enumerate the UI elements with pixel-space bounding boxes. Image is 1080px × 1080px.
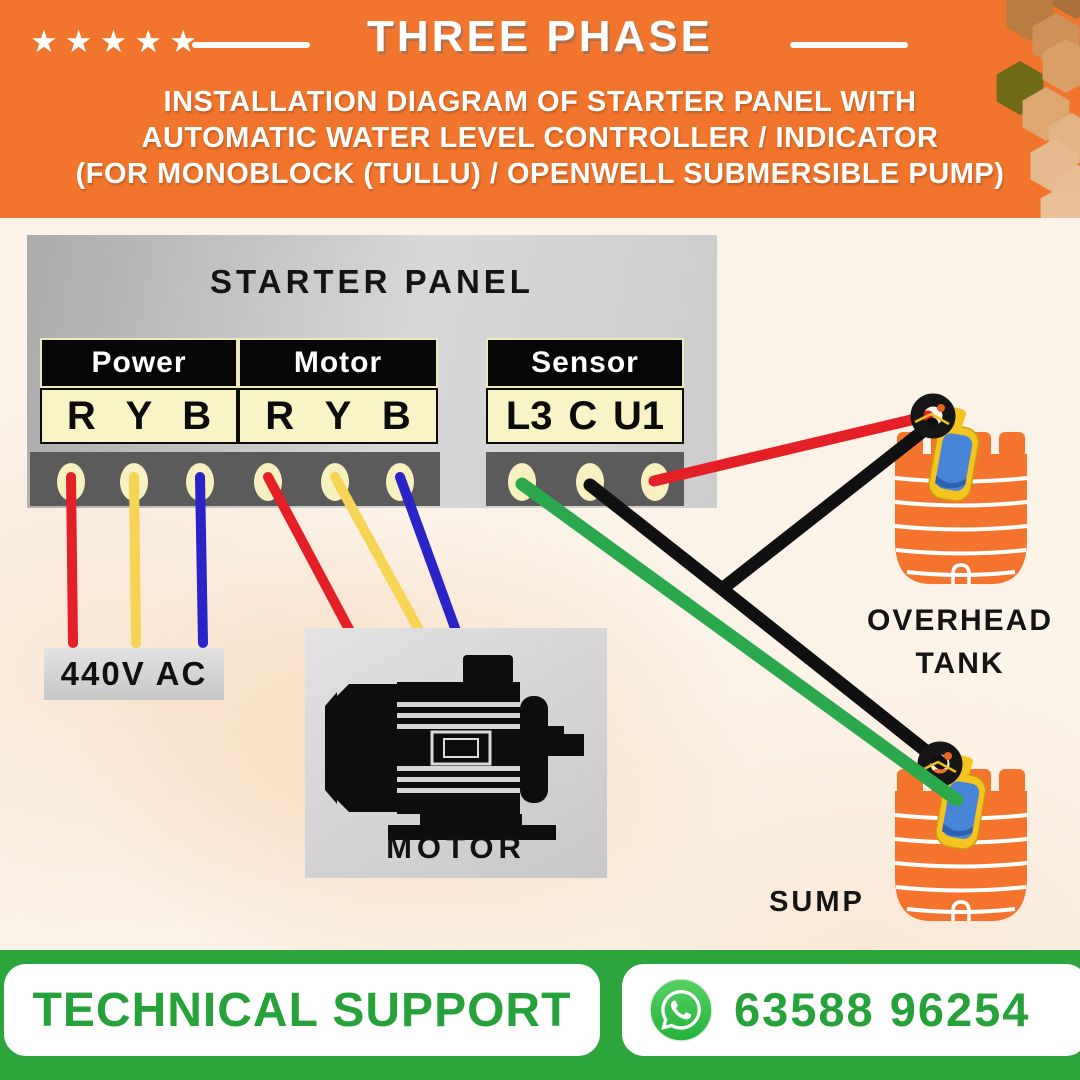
sump-float-switch-icon xyxy=(917,741,987,850)
phone-badge: 63588 96254 xyxy=(622,964,1080,1056)
subtitle-line-3: (FOR MONOBLOCK (TULLU) / OPENWELL SUBMER… xyxy=(75,158,1005,190)
terminal-label-u1: U1 xyxy=(612,393,665,438)
technical-support-text: TECHNICAL SUPPORT xyxy=(32,983,572,1037)
overhead-tank-caption: OVERHEAD TANK xyxy=(858,599,1062,685)
sensor-terminal-strip xyxy=(486,452,684,506)
terminal-label-r: R xyxy=(265,393,295,438)
motor-icon xyxy=(325,655,584,840)
terminal-power-y xyxy=(120,463,148,501)
phone-number: 63588 96254 xyxy=(734,983,1031,1036)
five-star-rating: ★★★★★ xyxy=(30,24,204,60)
power-motor-terminal-strip xyxy=(30,452,440,506)
motor-label-text: Motor xyxy=(293,346,383,379)
terminal-label-l3: L3 xyxy=(505,393,553,438)
honeycomb-ball-decoration xyxy=(996,0,1080,218)
terminal-label-y: Y xyxy=(324,393,352,438)
terminal-sensor-u1 xyxy=(641,463,669,501)
terminal-motor-y xyxy=(321,463,349,501)
supply-voltage-label: 440V AC xyxy=(44,648,224,700)
title-dash-left xyxy=(192,42,310,48)
terminal-motor-r xyxy=(254,463,282,501)
terminal-label-c: C xyxy=(568,393,598,438)
sensor-group-label: Sensor xyxy=(486,338,684,388)
subtitle-line-1: INSTALLATION DIAGRAM OF STARTER PANEL WI… xyxy=(163,86,917,118)
terminal-power-b xyxy=(186,463,214,501)
whatsapp-icon xyxy=(649,978,713,1042)
technical-support-badge: TECHNICAL SUPPORT xyxy=(4,964,600,1056)
terminal-sensor-l3 xyxy=(508,463,536,501)
terminal-power-r xyxy=(57,463,85,501)
voltage-text: 440V AC xyxy=(60,655,208,692)
star-icon: ★ xyxy=(64,24,100,59)
star-icon: ★ xyxy=(99,24,135,59)
subtitle-line-2: AUTOMATIC WATER LEVEL CONTROLLER / INDIC… xyxy=(141,122,939,154)
power-group-label: Power xyxy=(40,338,238,388)
terminal-label-b: B xyxy=(182,393,212,438)
terminal-label-b: B xyxy=(381,393,411,438)
title-dash-right xyxy=(790,42,908,48)
sensor-label-text: Sensor xyxy=(531,346,639,379)
sensor-terminal-labels: L3 C U1 xyxy=(486,388,684,444)
terminal-sensor-c xyxy=(576,463,604,501)
terminal-label-r: R xyxy=(66,393,96,438)
power-label-text: Power xyxy=(91,346,187,379)
sump-caption: SUMP xyxy=(769,886,865,918)
motor-group-label: Motor xyxy=(238,338,438,388)
starter-panel: STARTER PANEL Power Motor Sensor R Y B R… xyxy=(27,235,717,508)
star-icon: ★ xyxy=(30,24,65,59)
star-icon: ★ xyxy=(134,24,170,59)
footer-bar: TECHNICAL SUPPORT 63588 96254 xyxy=(0,950,1080,1080)
power-terminal-labels: R Y B xyxy=(40,388,238,444)
terminal-motor-b xyxy=(386,463,414,501)
overhead-float-switch-icon xyxy=(910,393,980,502)
overhead-tank-caption-line2: TANK xyxy=(915,647,1005,680)
star-icon: ★ xyxy=(169,24,204,59)
motor-caption: MOTOR xyxy=(386,830,526,865)
motor-box: MOTOR xyxy=(305,628,607,878)
motor-terminal-labels: R Y B xyxy=(238,388,438,444)
terminal-label-y: Y xyxy=(125,393,153,438)
page-subtitle: INSTALLATION DIAGRAM OF STARTER PANEL WI… xyxy=(0,84,1080,192)
header-banner: ★★★★★ THREE PHASE INSTALLATION DIAGRAM O… xyxy=(0,0,1080,218)
starter-panel-title: STARTER PANEL xyxy=(210,263,534,300)
overhead-tank-caption-line1: OVERHEAD xyxy=(866,604,1054,637)
page-title: THREE PHASE xyxy=(367,12,713,61)
